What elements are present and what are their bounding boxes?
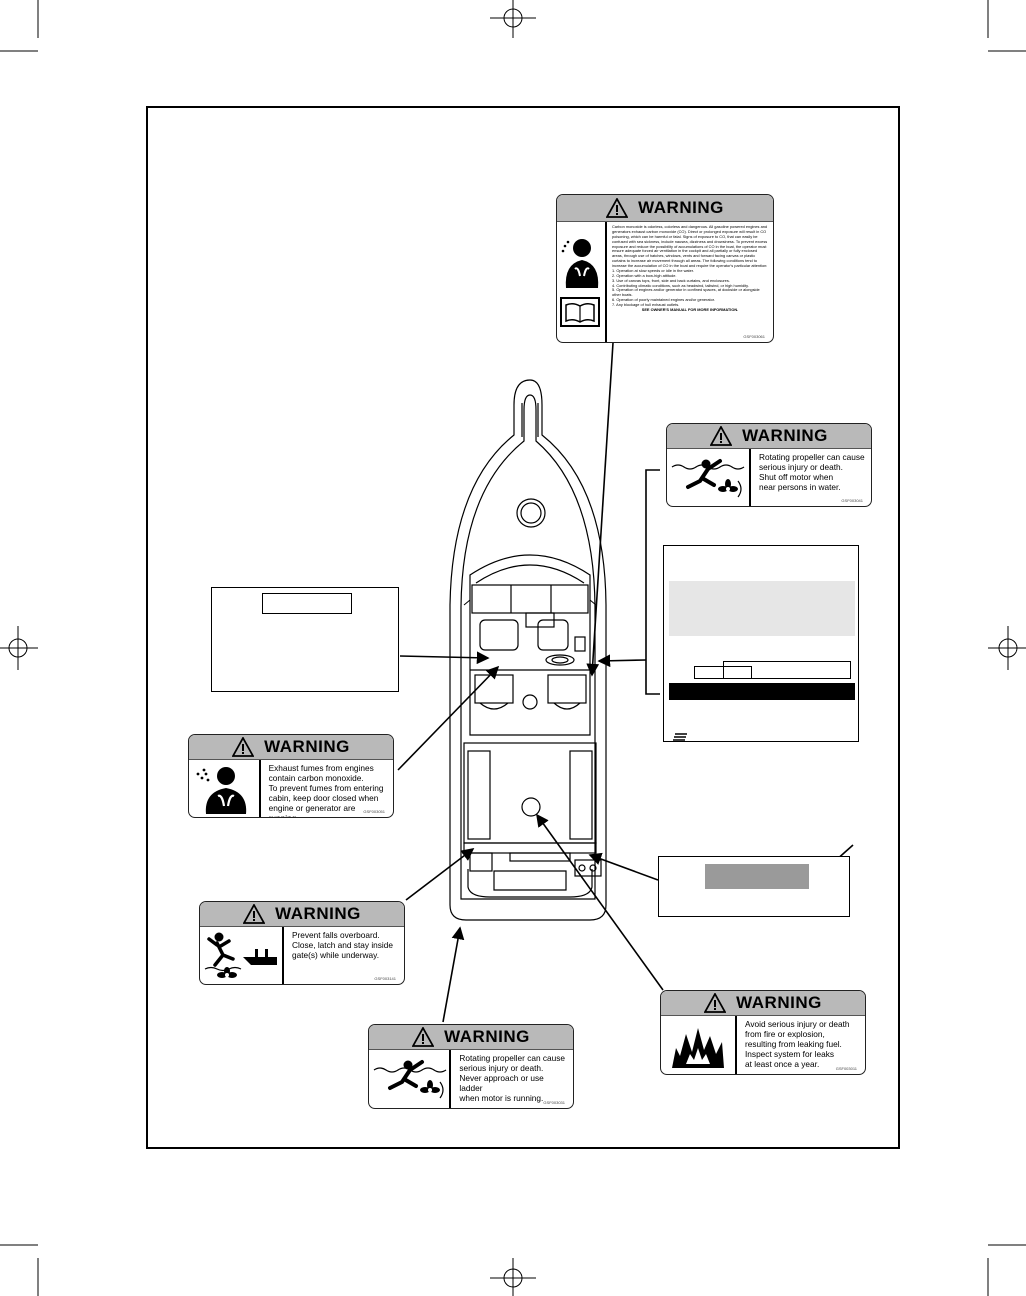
label-code: GSF003051 (363, 809, 385, 814)
warning-triangle-icon (231, 736, 255, 757)
warning-heading: WARNING (736, 993, 822, 1012)
label-code: GSF003031 (543, 1100, 565, 1105)
blank-title-box (262, 593, 352, 614)
warning-heading: WARNING (638, 198, 724, 217)
warning-triangle-icon (411, 1026, 435, 1047)
label-code: GSF003041 (841, 498, 863, 503)
warning-heading: WARNING (275, 904, 361, 923)
black-bar (669, 683, 855, 700)
blank-label-transom (658, 856, 850, 917)
warning-footer: SEE OWNER'S MANUAL FOR MORE INFORMATION. (641, 306, 739, 312)
warning-band: WARNING (200, 902, 404, 927)
propeller-persons-warning-label: WARNING Rotating propeller can cause ser… (666, 423, 872, 507)
warning-message: Rotating propeller can cause serious inj… (459, 1053, 566, 1103)
warning-message: Prevent falls overboard. Close, latch an… (292, 930, 394, 960)
label-code: GSF003011 (835, 1066, 857, 1071)
condition-item: 4. Contributing climatic conditions, suc… (612, 282, 749, 288)
blank-label-left (211, 587, 399, 692)
gray-plate (705, 864, 809, 889)
blank-label-right (663, 545, 859, 742)
condition-item: 5. Operation of engines and/or generator… (612, 287, 760, 298)
warning-triangle-icon (242, 903, 266, 924)
blank-field-box-small (694, 666, 752, 679)
warning-heading: WARNING (444, 1027, 530, 1046)
exhaust-cabin-warning-label: WARNING Exhaust fumes from engines conta… (188, 734, 394, 818)
condition-item: 1. Operation at slow speeds or idle in t… (612, 267, 694, 273)
warning-message: Rotating propeller can cause serious inj… (759, 452, 865, 492)
propeller-ladder-warning-label: WARNING Rotating propeller can cause ser… (368, 1024, 574, 1109)
gray-text-block (669, 581, 855, 636)
label-code: GSF003141 (374, 976, 396, 981)
warning-message: Avoid serious injury or death from fire … (745, 1019, 850, 1069)
fire-flames-icon (672, 1028, 724, 1068)
warning-band: WARNING (557, 195, 773, 222)
owners-manual-book-icon (560, 297, 600, 327)
falls-overboard-warning-label: WARNING Prevent falls overboard. Close, … (199, 901, 405, 985)
warning-band: WARNING (661, 991, 865, 1016)
fuel-fire-warning-label: WARNING Avoid serious injury or death fr… (660, 990, 866, 1075)
person-breathing-co-icon (561, 239, 599, 288)
warning-triangle-icon (605, 197, 629, 218)
boat-top-view (449, 379, 607, 921)
warning-band: WARNING (189, 735, 393, 760)
condition-item: 3. Use of canvas tops, front, side and b… (612, 277, 730, 283)
person-breathing-co-icon (196, 767, 247, 814)
label-code: GSF003061 (743, 334, 765, 339)
co-warning-label-large: WARNING Carbon monoxide is odorless, col… (556, 194, 774, 343)
swimmer-propeller-icon (373, 1060, 447, 1099)
person-falling-overboard-icon (204, 932, 277, 978)
warning-band: WARNING (667, 424, 871, 449)
figure-frame (146, 106, 900, 1149)
warning-band: WARNING (369, 1025, 573, 1050)
warning-triangle-icon (709, 425, 733, 446)
warning-heading: WARNING (742, 426, 828, 445)
condition-item: 7. Any blockage of hull exhaust outlets. (612, 302, 680, 307)
warning-heading: WARNING (264, 737, 350, 756)
logo-mark (673, 733, 687, 741)
condition-item: 6. Operation of poorly maintained engine… (612, 297, 715, 303)
warning-message: Carbon monoxide is odorless, colorless a… (612, 224, 768, 268)
warning-triangle-icon (703, 992, 727, 1013)
blank-field-box (723, 661, 851, 679)
warning-message: Exhaust fumes from engines contain carbo… (268, 763, 384, 818)
condition-item: 2. Operation with a bow-high attitude. (612, 272, 677, 278)
swimmer-propeller-icon (671, 459, 745, 498)
